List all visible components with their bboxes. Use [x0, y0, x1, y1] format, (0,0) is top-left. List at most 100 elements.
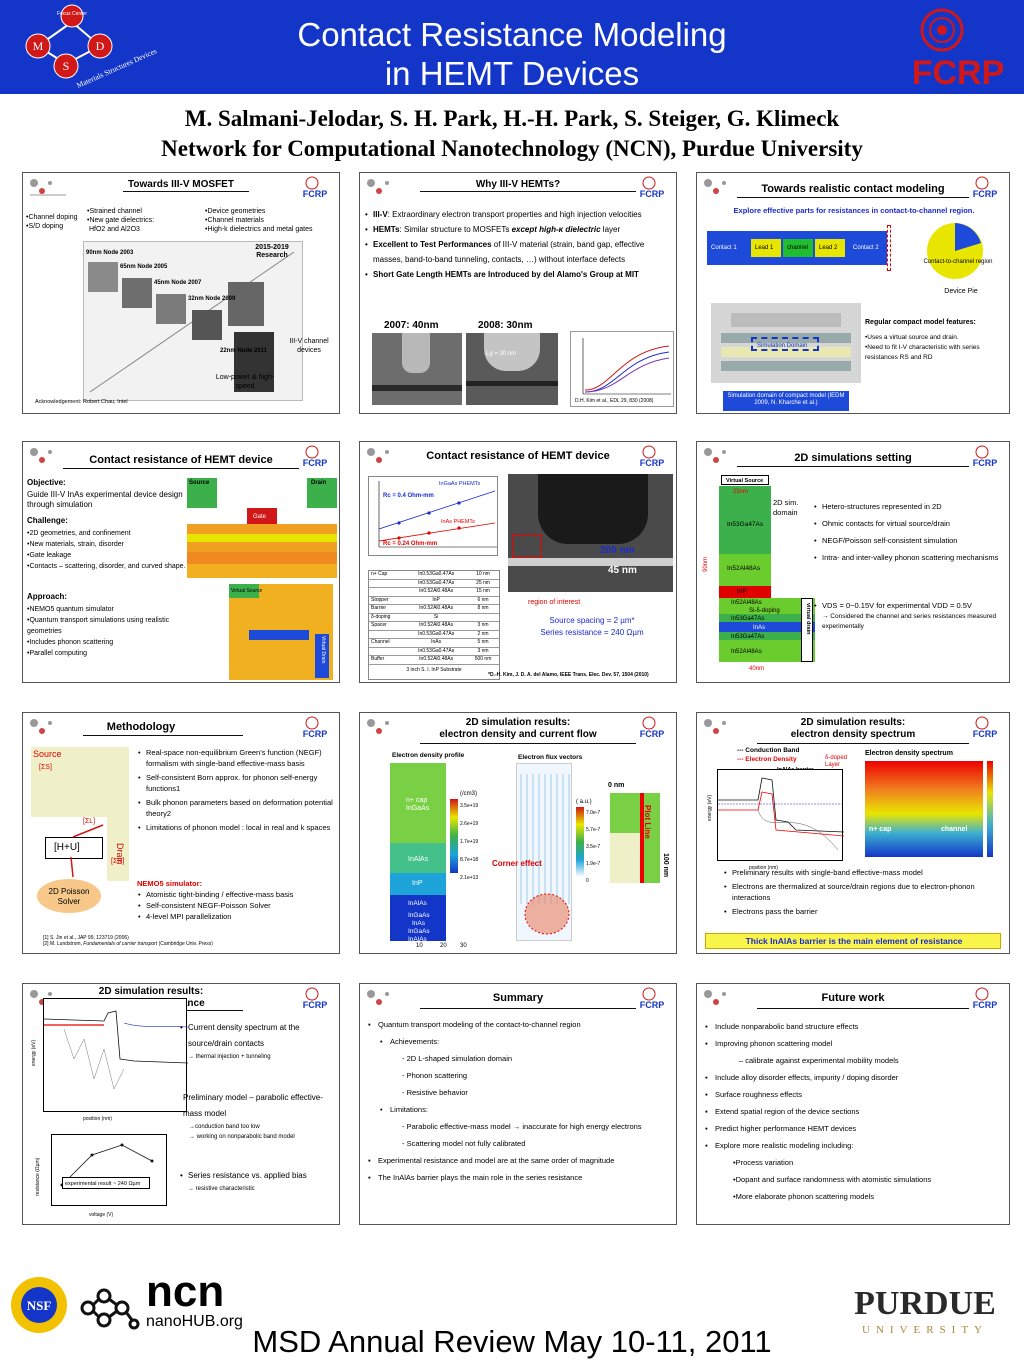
list-item: ▪Extend spatial region of the device sec… [705, 1107, 860, 1116]
tem-2008-image: Lg = 30 nm [466, 333, 558, 405]
list-item: ▪Quantum transport modeling of the conta… [368, 1020, 581, 1029]
corner-dots-icon [367, 179, 389, 194]
device-block-diagram: Contact 1 Lead 1 channel Lead 2 Contact … [707, 231, 887, 265]
svg-text:D: D [96, 39, 105, 53]
footer-event: MSD Annual Review May 10-11, 2011 [252, 1324, 772, 1359]
current-spectrum-chart [43, 998, 189, 1112]
list-item: ▪Include nonparabolic band structure eff… [705, 1022, 859, 1031]
region-of-interest: region of interest [528, 599, 581, 606]
low-power-label: Low-power & high-speed [215, 374, 275, 390]
fcrp-small-icon: FCRP [973, 716, 998, 739]
slide-title: Towards realistic contact modeling [761, 183, 945, 195]
svg-text:FCRP: FCRP [640, 729, 665, 739]
year-2007: 2007: 40nm [384, 320, 439, 331]
spectrum-bullets: Preliminary results with single-band eff… [723, 867, 1009, 917]
summary-list: ▪Quantum transport modeling of the conta… [368, 1016, 672, 1186]
year-2008: 2008: 30nm [478, 320, 533, 331]
why-bullets: III-V: Extraordinary electron transport … [364, 207, 672, 282]
corner-dots-icon [704, 990, 726, 1005]
corner-dots-icon [704, 179, 726, 194]
corner-dots-icon [30, 719, 52, 734]
source-region [31, 747, 129, 817]
slide-title: Contact resistance of HEMT device [426, 450, 610, 462]
affiliation: Network for Computational Nanotechnology… [161, 136, 863, 161]
svg-text:FCRP: FCRP [912, 54, 1005, 90]
svg-text:FCRP: FCRP [640, 189, 665, 199]
fcrp-small-icon: FCRP [640, 445, 664, 468]
roadmap-figure: 90nm Node 2003 65nm Node 2005 45nm Node … [83, 241, 303, 401]
svg-text:FCRP: FCRP [303, 189, 328, 199]
fcrp-small-icon: FCRP [640, 716, 665, 739]
key-finding-box: Thick InAlAs barrier is the main element… [705, 933, 1001, 949]
fcrp-logo: FCRP [912, 8, 1005, 90]
svg-text:FCRP: FCRP [303, 458, 328, 468]
list-item: ▪The InAlAs barrier plays the main role … [368, 1173, 583, 1182]
svg-text:FCRP: FCRP [973, 189, 998, 199]
approach-heading: Approach: [27, 592, 67, 601]
list-item: ▪Improving phonon scattering model [705, 1039, 833, 1048]
poisson-solver: 2D Poisson Solver [37, 879, 101, 913]
poster-title-line1: Contact Resistance Modeling [297, 16, 727, 53]
fcrp-small-icon: FCRP [973, 987, 997, 1010]
list-item: - 2D L-shaped simulation domain [402, 1054, 513, 1063]
corner-effect-label: Corner effect [492, 859, 542, 868]
sim-domain-label: 2D sim. domain [773, 498, 799, 517]
simulation-zoom: Virtual Source Virtual Drain [229, 584, 333, 680]
slide-title: 2D simulations setting [794, 452, 912, 464]
corner-dots-icon [704, 448, 726, 463]
slide-summary: FCRP Summary ▪Quantum transport modeling… [359, 983, 677, 1225]
list-item: ▪Surface roughness effects [705, 1090, 802, 1099]
density-map: n+ cap InGaAs InAlAs InP InAlAs InGaAs I… [390, 763, 446, 943]
tem-2007-image [372, 333, 462, 405]
nsf-logo: NSF [11, 1277, 67, 1333]
purdue-university: UNIVERSITY [862, 1324, 988, 1336]
kim-reference: *D.-H. Kim, J. D. A. del Alamo, IEEE Tra… [488, 672, 649, 678]
iv-ref: D.H. Kim et al., EDL 29, 830 (2008) [575, 398, 654, 404]
svg-text:M: M [33, 39, 44, 53]
slide-title: Why III-V HEMTs? [475, 179, 561, 190]
iv-curve-chart: D.H. Kim et al., EDL 29, 830 (2008) [570, 331, 674, 407]
features-title: Regular compact model features: [865, 319, 976, 326]
realistic-subtitle: Explore effective parts for resistances … [733, 206, 975, 215]
slide-2d-simulation-settings: FCRP 2D simulations setting Virtual Sour… [696, 441, 1010, 683]
svg-text:FCRP: FCRP [973, 458, 998, 468]
challenge-list: •2D geometries, and confinement•New mate… [27, 530, 186, 570]
list-item: - Resistive behavior [402, 1088, 468, 1097]
list-item: •Dopant and surface randomness with atom… [733, 1175, 932, 1184]
slide-title: 2D simulation results:electron density a… [439, 717, 597, 740]
challenge-heading: Challenge: [27, 516, 68, 525]
fcrp-small-icon: FCRP [640, 987, 665, 1010]
corner-dots-icon [30, 179, 66, 196]
svg-text:FCRP: FCRP [973, 729, 998, 739]
fcrp-small-icon: FCRP [973, 445, 998, 468]
fcrp-small-icon: FCRP [303, 987, 328, 1010]
svg-text:FCRP: FCRP [303, 1000, 328, 1010]
list-item: •More elaborate phonon scattering models [733, 1192, 875, 1201]
corner-dots-icon [367, 448, 389, 463]
iii-v-label: III-V channel devices [289, 338, 329, 354]
research-label: 2015-2019 Research [255, 244, 289, 259]
svg-text:NSF: NSF [27, 1298, 52, 1313]
slide-contact-resistance-2: FCRP Contact resistance of HEMT device I… [359, 441, 677, 683]
corner-dots-icon [704, 719, 726, 734]
slide-density-current: FCRP 2D simulation results:electron dens… [359, 712, 677, 954]
spectrum-heatmap: n+ cap channel [865, 761, 983, 857]
approach-list: •NEMO5 quantum simulator•Quantum transpo… [27, 606, 170, 657]
source-spacing: Source spacing = 2 µm* [549, 616, 635, 625]
slide-density-spectrum: FCRP 2D simulation results:electron dens… [696, 712, 1010, 954]
svg-text:FCRP: FCRP [640, 1000, 665, 1010]
list-item: •Process variation [733, 1158, 794, 1167]
slide-current-resistance: FCRP 2D simulation results:current and r… [22, 983, 340, 1225]
slide-methodology: FCRP Methodology Source [ΣS] [H+U] [ΣL] … [22, 712, 340, 954]
band-diagram-chart [717, 769, 845, 861]
future-list: ▪Include nonparabolic band structure eff… [705, 1018, 1005, 1205]
corner-dots-icon [30, 448, 52, 463]
